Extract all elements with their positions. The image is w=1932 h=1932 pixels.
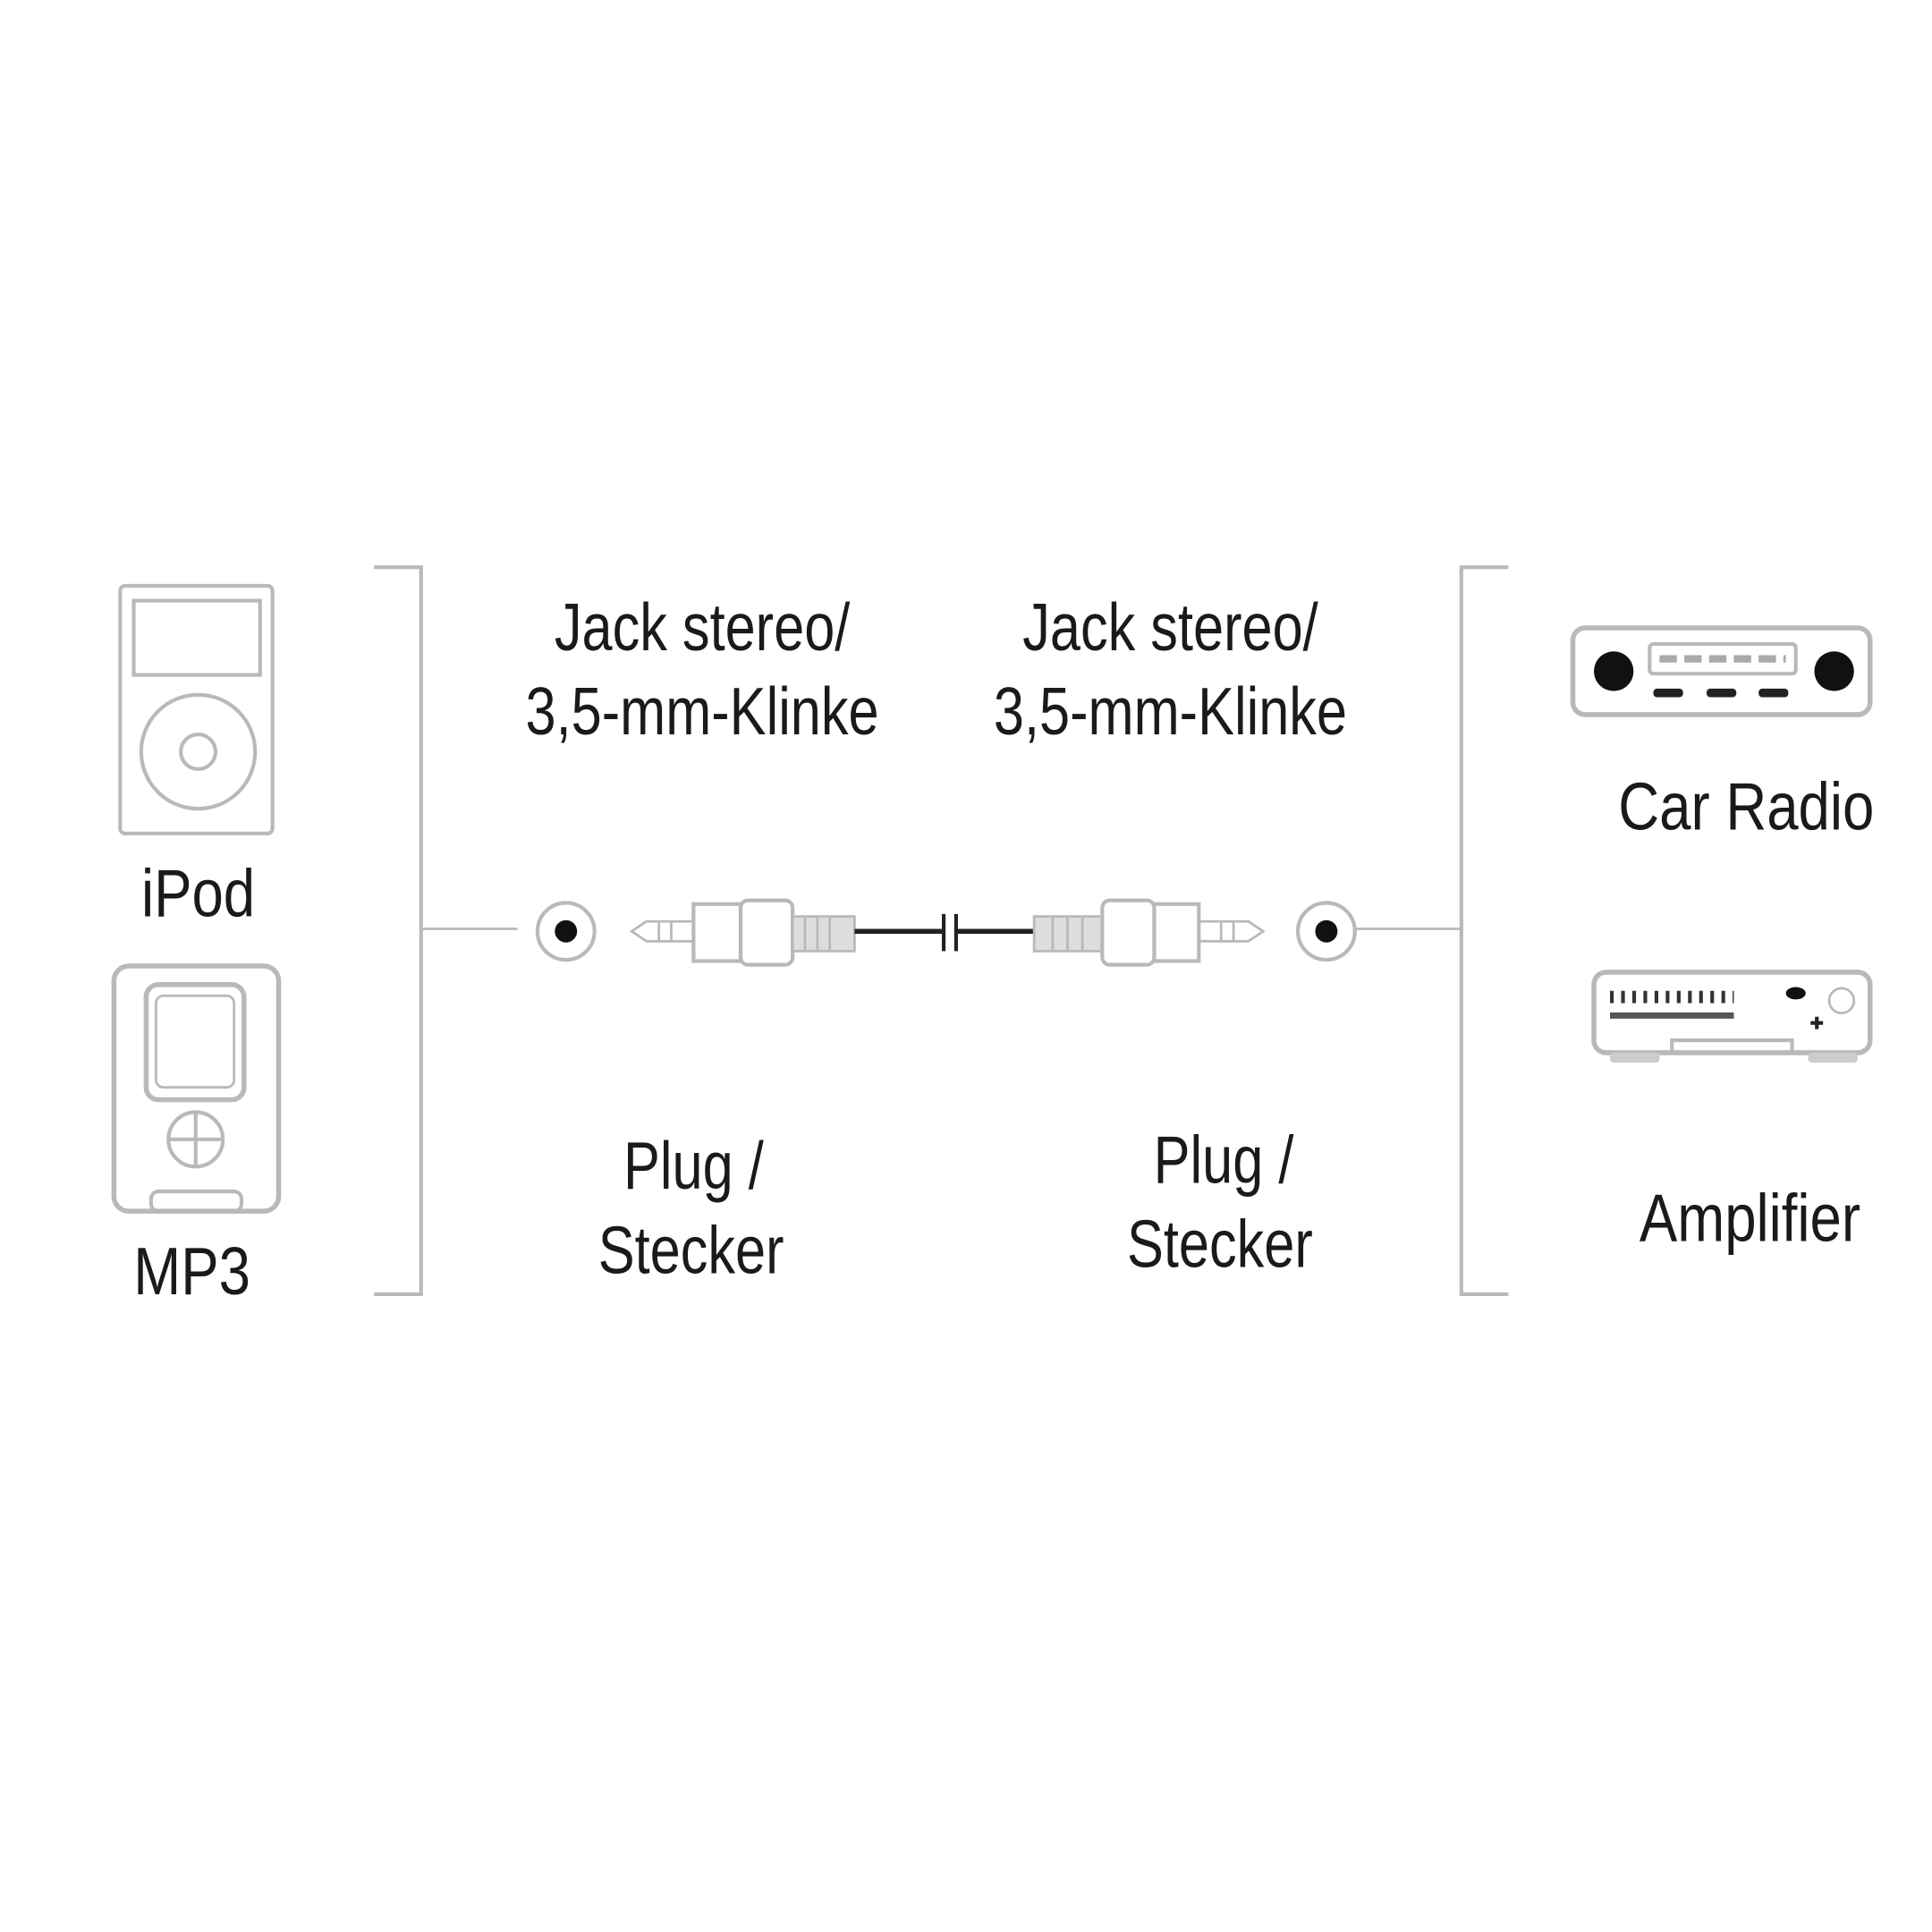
jack-cable-icon	[629, 898, 1266, 967]
ipod-label: iPod	[141, 856, 255, 931]
connector-1-type-line1: Jack stereo/	[555, 590, 850, 665]
connector-2-kind-line1: Plug /	[1154, 1123, 1294, 1198]
connector-1-kind-line1: Plug /	[623, 1130, 764, 1204]
connector-2-type-line2: 3,5-mm-Klinke	[994, 674, 1347, 749]
connector-2-kind-line2: Stecker	[1127, 1208, 1313, 1282]
mp3-player-icon	[111, 963, 282, 1214]
jack-socket-icon	[535, 901, 597, 962]
amplifier-label: Amplifier	[1640, 1180, 1860, 1255]
mp3-label: MP3	[133, 1233, 250, 1309]
left-bracket	[374, 565, 518, 1296]
connector-2-type-line1: Jack stereo/	[1022, 590, 1318, 665]
car-radio-icon	[1570, 625, 1873, 717]
amplifier-icon	[1591, 970, 1873, 1063]
ipod-icon	[118, 583, 275, 835]
connector-1-type-line2: 3,5-mm-Klinke	[526, 674, 879, 749]
jack-socket-icon	[1296, 901, 1357, 962]
car-radio-label: Car Radio	[1618, 769, 1874, 844]
connector-1-kind-line2: Stecker	[598, 1214, 784, 1288]
right-bracket	[1356, 565, 1509, 1296]
